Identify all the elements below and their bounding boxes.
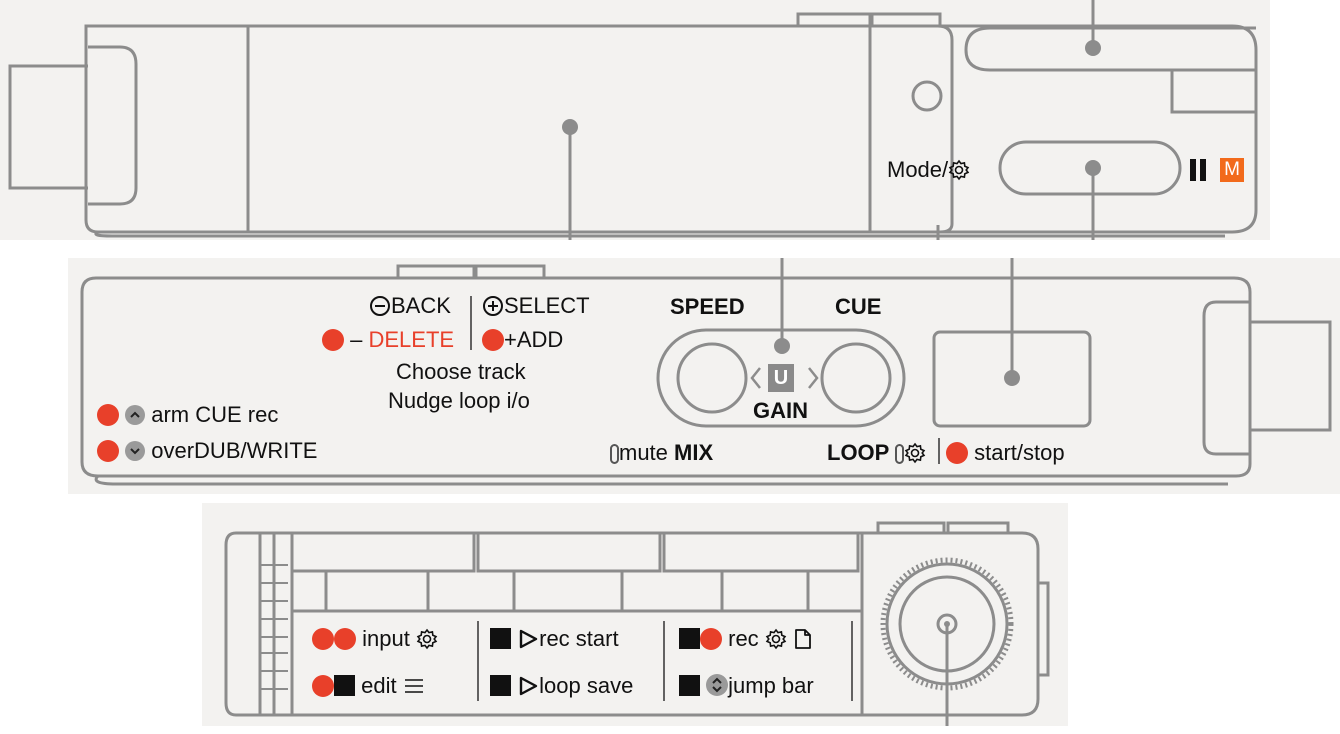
minus-circle-icon [370,296,390,316]
delete-text: DELETE [368,327,455,352]
play-icon [519,676,538,696]
gear-icon [948,159,970,181]
switch-icon [895,444,905,464]
plus-circle-icon [483,296,503,316]
chevron-up-icon [125,405,146,425]
gain-label: GAIN [753,398,808,423]
rec-start-label: rec start [490,626,619,652]
chevron-updown-icon [706,674,729,696]
arm-cue-rec-label: arm CUE rec [97,402,278,428]
red-button-icon [97,404,119,426]
speed-label: SPEED [670,294,745,319]
gear-icon [905,442,926,464]
device-front-view [68,258,1340,494]
rec-start-text: rec start [539,626,619,651]
loop-text: LOOP [827,440,890,465]
choose-track-label: Choose track [396,359,526,384]
mode-label: Mode/ [887,157,970,183]
arm-cue-rec-text: arm CUE rec [151,402,279,427]
delete-prefix: – [350,327,363,352]
loop-save-label: loop save [490,673,633,699]
red-button-icon [322,329,344,351]
loop-label: LOOP [827,440,926,466]
red-button-icon [946,442,968,464]
play-icon [519,629,538,649]
gear-icon [765,628,787,650]
switch-icon [610,444,619,464]
device-top-view [0,0,1270,240]
back-label: BACK [369,293,451,319]
stop-square-icon [334,675,355,696]
add-prefix: + [504,327,517,352]
loop-save-text: loop save [539,673,634,698]
add-label: +ADD [482,327,563,353]
m-badge: M [1220,158,1244,182]
overdub-text: overDUB/WRITE [151,438,318,463]
file-icon [795,629,811,649]
cue-label: CUE [835,294,882,319]
pause-icon [1190,159,1208,181]
gear-icon [416,628,438,650]
u-badge: U [768,364,794,392]
chevron-down-icon [125,441,146,461]
nudge-loop-label: Nudge loop i/o [388,388,530,413]
red-button-icon [312,628,334,650]
select-label: SELECT [482,293,590,319]
stop-square-icon [679,675,700,696]
stop-square-icon [490,675,511,696]
stop-square-icon [490,628,511,649]
overdub-label: overDUB/WRITE [97,438,318,464]
rec-text: rec [728,626,759,651]
edit-label: edit [312,673,425,699]
back-text: BACK [391,293,451,318]
stop-square-icon [679,628,700,649]
select-text: SELECT [504,293,590,318]
mute-text: mute [619,440,668,465]
start-stop-label: start/stop [946,440,1065,466]
mute-mix-label: mute MIX [610,440,713,466]
mode-text: Mode/ [887,157,949,182]
start-stop-text: start/stop [974,440,1065,465]
menu-icon [404,679,423,693]
red-button-icon [334,628,356,650]
input-text: input [362,626,410,651]
red-button-icon [482,329,504,351]
jump-bar-text: jump bar [728,673,814,698]
edit-text: edit [361,673,397,698]
rec-label: rec [679,626,813,652]
input-label: input [312,626,438,652]
red-button-icon [312,675,334,697]
add-text: ADD [516,327,564,352]
red-button-icon [700,628,722,650]
mix-text: MIX [674,440,714,465]
delete-label: – DELETE [322,327,454,353]
jump-bar-label: jump bar [679,673,814,699]
red-button-icon [97,440,119,462]
